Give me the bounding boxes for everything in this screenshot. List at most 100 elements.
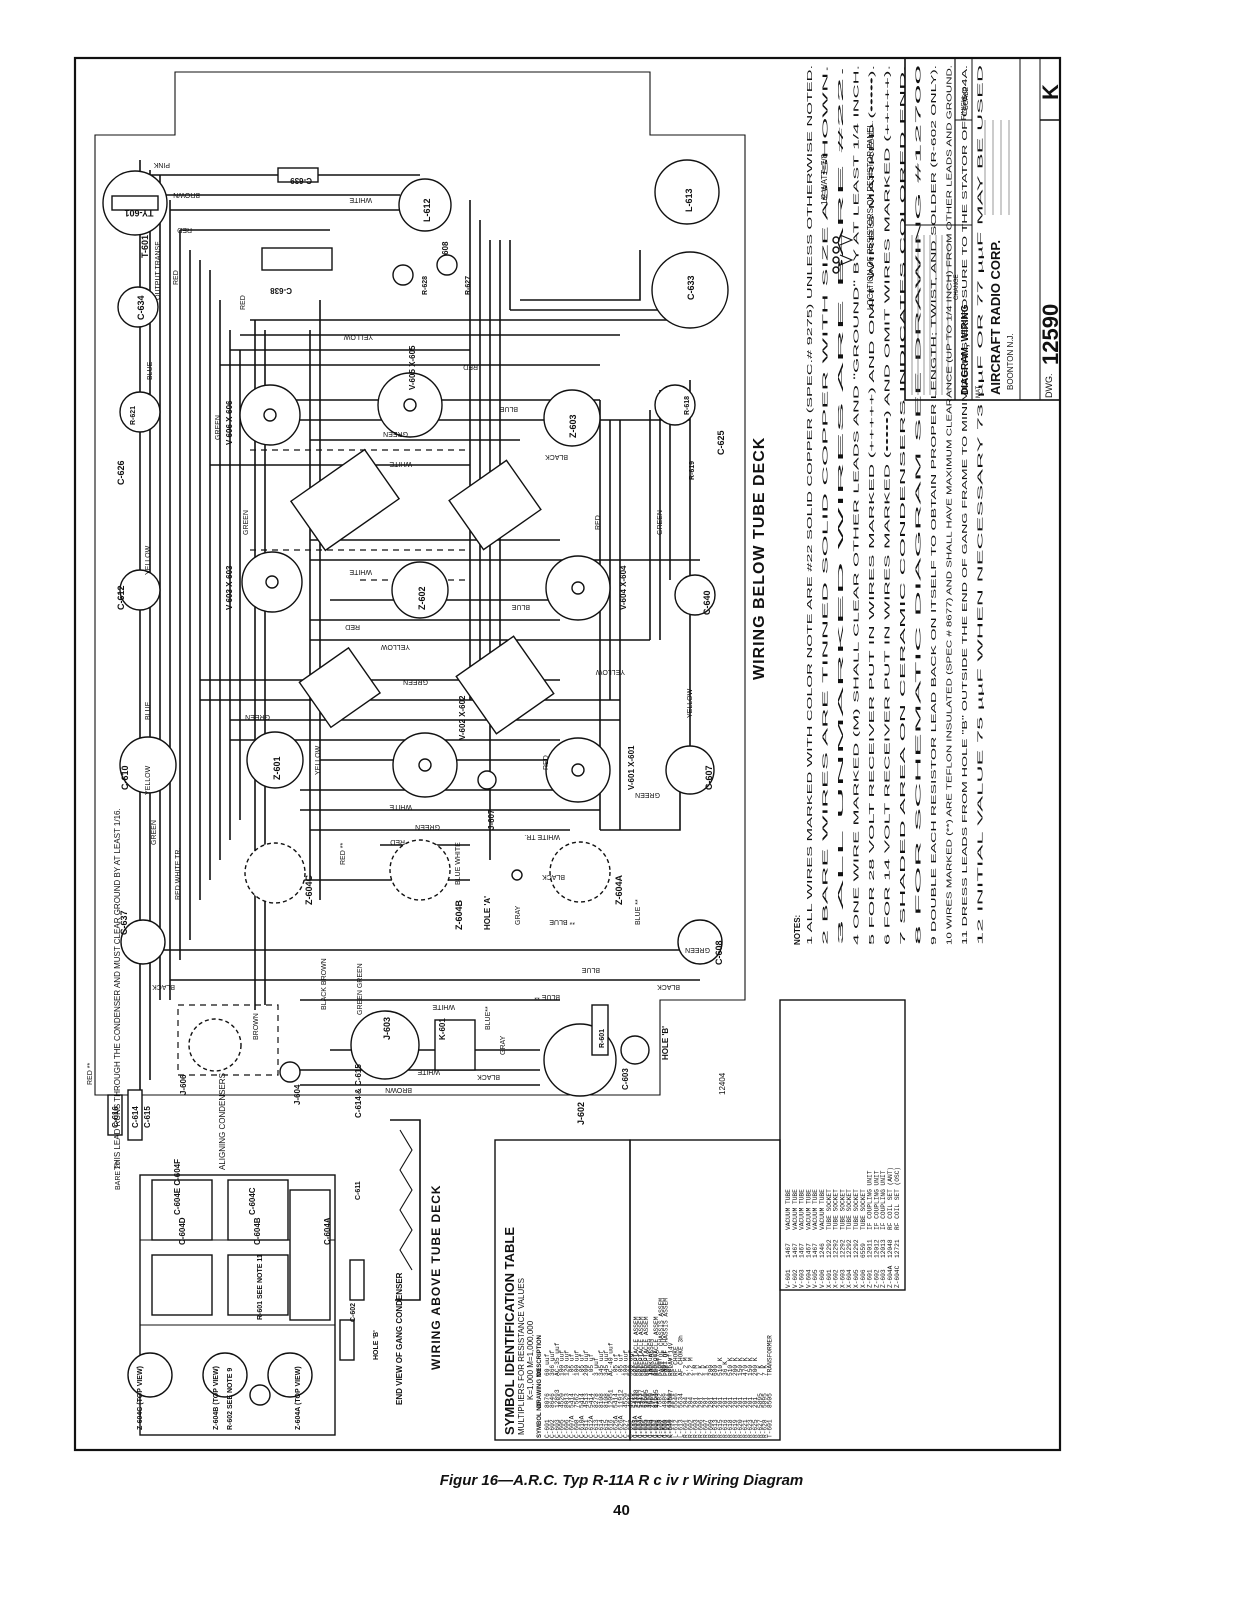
component-resistor-panel-left [289, 448, 542, 552]
note-item: 1 ALL WIRES MARKED WITH COLOR NOTE ARE #… [805, 65, 814, 945]
note-item: 3 ALL UNMARKED WIRES ARE BARE #22. [836, 65, 845, 945]
svg-text:R-621: R-621 [130, 406, 137, 425]
aligning-label: ALIGNING CONDENSERS [218, 1073, 227, 1170]
component-tube-v604: V-604 X-604 [545, 555, 628, 621]
svg-text:C-604D: C-604D [178, 1217, 187, 1245]
svg-text:RED **: RED ** [87, 1063, 94, 1085]
svg-text:J-604: J-604 [293, 1084, 302, 1105]
svg-text:V-603 X-603: V-603 X-603 [225, 565, 234, 610]
svg-text:R-628: R-628 [422, 276, 429, 295]
svg-text:WHITE: WHITE [349, 568, 372, 575]
resistor-size-label: 1/2 WATT=7/8 [820, 154, 829, 205]
svg-text:BLACK: BLACK [152, 983, 175, 990]
table-cell: R-609 [707, 1419, 714, 1438]
table-cell: PART OF CHASSIS ASSEM [663, 1298, 670, 1376]
table-cell: C-611 [583, 1419, 590, 1438]
table-cell: C-612A [588, 1415, 595, 1438]
svg-text:C-603: C-603 [621, 1068, 630, 1090]
component-l613: L-613 [654, 159, 720, 225]
table-cell: C-608 [573, 1419, 580, 1438]
svg-text:OUTPUT TRANSF.: OUTPUT TRANSF. [155, 240, 162, 300]
svg-text:BLUE WHITE: BLUE WHITE [455, 842, 462, 885]
table-cell: C-640 [667, 1419, 674, 1438]
component-c637: C-637 [119, 910, 166, 965]
component-tube-v606: V-606 X-606 [225, 384, 301, 446]
table-cell: 5634 [678, 1393, 685, 1408]
svg-text:PINK: PINK [153, 161, 170, 168]
table-cell: VACUUM TUBE [785, 1189, 792, 1230]
svg-text:C-614 & C-615: C-614 & C-615 [354, 1064, 363, 1118]
title-block-change: CHANGE [954, 274, 960, 300]
svg-text:YELLOW: YELLOW [687, 688, 694, 718]
svg-text:C-639: C-639 [290, 176, 312, 185]
svg-text:C-611: C-611 [355, 1181, 362, 1200]
component-coil-z602: Z-602 [391, 561, 449, 619]
svg-text:Z-604C (TOP VIEW): Z-604C (TOP VIEW) [137, 1366, 144, 1430]
table-cell: 12587 [668, 1389, 675, 1408]
table-cell: 201 [732, 1397, 739, 1408]
component-resistor-panel-mid [298, 635, 555, 735]
table-cell: 201 [752, 1397, 759, 1408]
svg-text:BROWN: BROWN [253, 1013, 260, 1040]
table-cell: 11905 [643, 1389, 650, 1408]
view-title-above: WIRING ABOVE TUBE DECK [429, 1184, 443, 1370]
table-cell: 200 K [752, 1357, 759, 1376]
table-cell: 345 uuf [603, 1350, 610, 1376]
table-cell: 5414 [578, 1393, 585, 1408]
table-cell: 1467 [805, 1243, 812, 1258]
table-cell: R-619 [732, 1419, 739, 1438]
svg-text:BROWN: BROWN [173, 191, 200, 198]
svg-text:BARE 20: BARE 20 [115, 1161, 122, 1190]
table-cell: 8076 [544, 1393, 551, 1408]
table-cell: 1467 [785, 1243, 792, 1258]
table-cell: TUBE SOCKET [846, 1189, 853, 1230]
svg-text:C-633: C-633 [686, 275, 696, 300]
component-j607: J-607 [477, 770, 497, 830]
table-cell: C-605 [559, 1419, 566, 1438]
wire-color-labels: PINK BROWN RED WHITE RED RED YELLOW RED … [145, 161, 710, 1093]
table-cell: .05 uf [618, 1353, 625, 1376]
table-cell: PART OF CHASSIS ASSEM [658, 1298, 665, 1376]
component-c603: C-603 HOLE 'B' [620, 1026, 670, 1090]
note-item: 6 FOR 14 VOLT RECEIVER PUT IN WIRES MARK… [883, 65, 892, 945]
component-hole-a: HOLE 'A' [483, 869, 523, 930]
table-cell: 201 [737, 1397, 744, 1408]
svg-text:RED: RED [345, 623, 360, 630]
table-cell: 6559 [860, 1243, 867, 1258]
table-cell: VACUUM TUBE [805, 1189, 812, 1230]
table-cell: 5895 [757, 1393, 764, 1408]
table-cell: 8154 [652, 1393, 659, 1408]
table-cell: AC-35 uuf [554, 1342, 561, 1376]
resistor-location-label: LOCATION OF RESISTORS ON RESISTOR PANEL. [866, 121, 875, 310]
table-cell: L-613 [678, 1419, 685, 1438]
svg-text:GREEN GREEN: GREEN GREEN [357, 963, 364, 1015]
table-cell: 5414 [569, 1393, 576, 1408]
table-cell: 345 uuf [598, 1350, 605, 1376]
table-cell: C-634A [637, 1415, 644, 1438]
symbol-table-title: SYMBOL IDENTIFICATION TABLE [502, 1227, 517, 1435]
table-cell: IF COUPLING UNIT [867, 1170, 874, 1230]
table-cell: .22 uf [632, 1353, 639, 1376]
svg-text:RED: RED [543, 755, 550, 770]
svg-text:GREEN: GREEN [635, 791, 660, 798]
table-cell: 12292 [853, 1239, 860, 1258]
svg-text:BLACK BROWN: BLACK BROWN [321, 958, 328, 1010]
table-cell: C-636 [647, 1419, 654, 1438]
table-cell: C-639 [662, 1419, 669, 1438]
note-item: 10 WIRES MARKED (**) ARE TEFLON INSULATE… [945, 65, 954, 945]
svg-text:YELLOW: YELLOW [595, 668, 625, 675]
table-cell: T-601 [767, 1419, 774, 1438]
svg-text:C-607: C-607 [704, 765, 714, 790]
table-cell: 12051 [608, 1389, 615, 1408]
table-cell: 201 [722, 1397, 729, 1408]
table-cell: L-612 [673, 1419, 680, 1438]
svg-text:BLUE: BLUE [581, 966, 600, 973]
table-cell: IF COUPLING UNIT [873, 1170, 880, 1230]
svg-text:RED: RED [595, 515, 602, 530]
table-cell: 8013 [564, 1393, 571, 1408]
component-tube-v602: V-602 X-602 [392, 695, 467, 798]
svg-text:J-607: J-607 [487, 809, 496, 830]
table-cell: 100 uuf [559, 1350, 566, 1376]
chassis-outline [94, 71, 746, 1096]
